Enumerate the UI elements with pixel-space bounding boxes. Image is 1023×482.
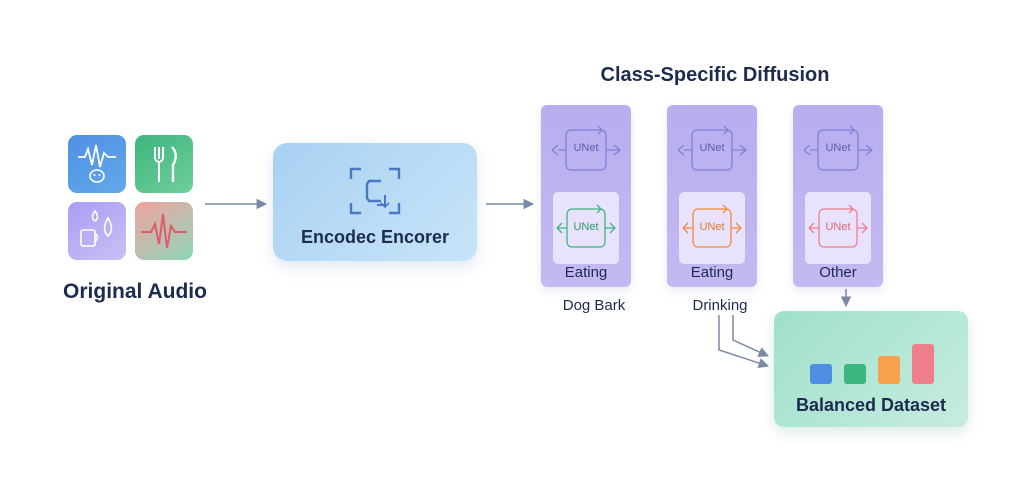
balanced-dataset-label: Balanced Dataset — [795, 395, 947, 415]
dataset-bar — [844, 364, 866, 384]
unet-cycle-icon — [551, 125, 622, 171]
original-audio-label: Original Audio — [63, 280, 207, 303]
unet-top-label: UNet — [825, 142, 851, 154]
audio-tile-drinking — [68, 202, 126, 260]
unet-bottom-block: UNet — [553, 192, 619, 264]
encoder-label: Encodec Encorer — [300, 227, 450, 247]
audio-tile-dog — [68, 135, 126, 193]
diffusion-column-3: UNet UNet Other — [793, 105, 883, 287]
column-label: Other — [819, 264, 857, 281]
fork-knife-icon — [154, 146, 177, 182]
arrow-drinking-to-dataset-a — [718, 315, 769, 369]
column-sub-label: Dog Bark — [562, 297, 626, 314]
audio-tile-other — [135, 202, 193, 260]
unet-cycle-icon — [677, 125, 748, 171]
diffusion-column-2: UNet UNet Eating — [667, 105, 757, 287]
unet-top-label: UNet — [699, 142, 725, 154]
diffusion-title: Class-Specific Diffusion — [600, 64, 830, 86]
encoder-icon — [349, 167, 401, 215]
balanced-dataset-block: Balanced Dataset — [774, 311, 968, 427]
unet-bottom-block: UNet — [805, 192, 871, 264]
unet-bottom-label: UNet — [825, 221, 851, 233]
encoder-block: Encodec Encorer — [273, 143, 477, 261]
unet-cycle-icon — [808, 204, 868, 248]
dataset-bar — [810, 364, 832, 384]
unet-bottom-block: UNet — [679, 192, 745, 264]
unet-cycle-icon — [682, 204, 742, 248]
waveform-dog-icon — [78, 144, 116, 183]
dataset-bar — [912, 344, 934, 384]
diffusion-column-1: UNet UNet Eating — [541, 105, 631, 287]
waveform-icon — [141, 213, 187, 249]
unet-bottom-label: UNet — [573, 221, 599, 233]
unet-bottom-label: UNet — [699, 221, 725, 233]
unet-cycle-icon — [803, 125, 874, 171]
arrow-drinking-to-dataset-b — [732, 315, 769, 357]
column-label: Eating — [564, 264, 608, 281]
column-sub-label: Drinking — [692, 297, 748, 314]
unet-top-block: UNet — [674, 121, 750, 179]
unet-top-block: UNet — [548, 121, 624, 179]
unet-cycle-icon — [556, 204, 616, 248]
column-label: Eating — [690, 264, 734, 281]
dataset-bar — [878, 356, 900, 384]
cup-drop-icon — [80, 209, 113, 247]
unet-top-label: UNet — [573, 142, 599, 154]
unet-top-block: UNet — [800, 121, 876, 179]
audio-tile-eating — [135, 135, 193, 193]
